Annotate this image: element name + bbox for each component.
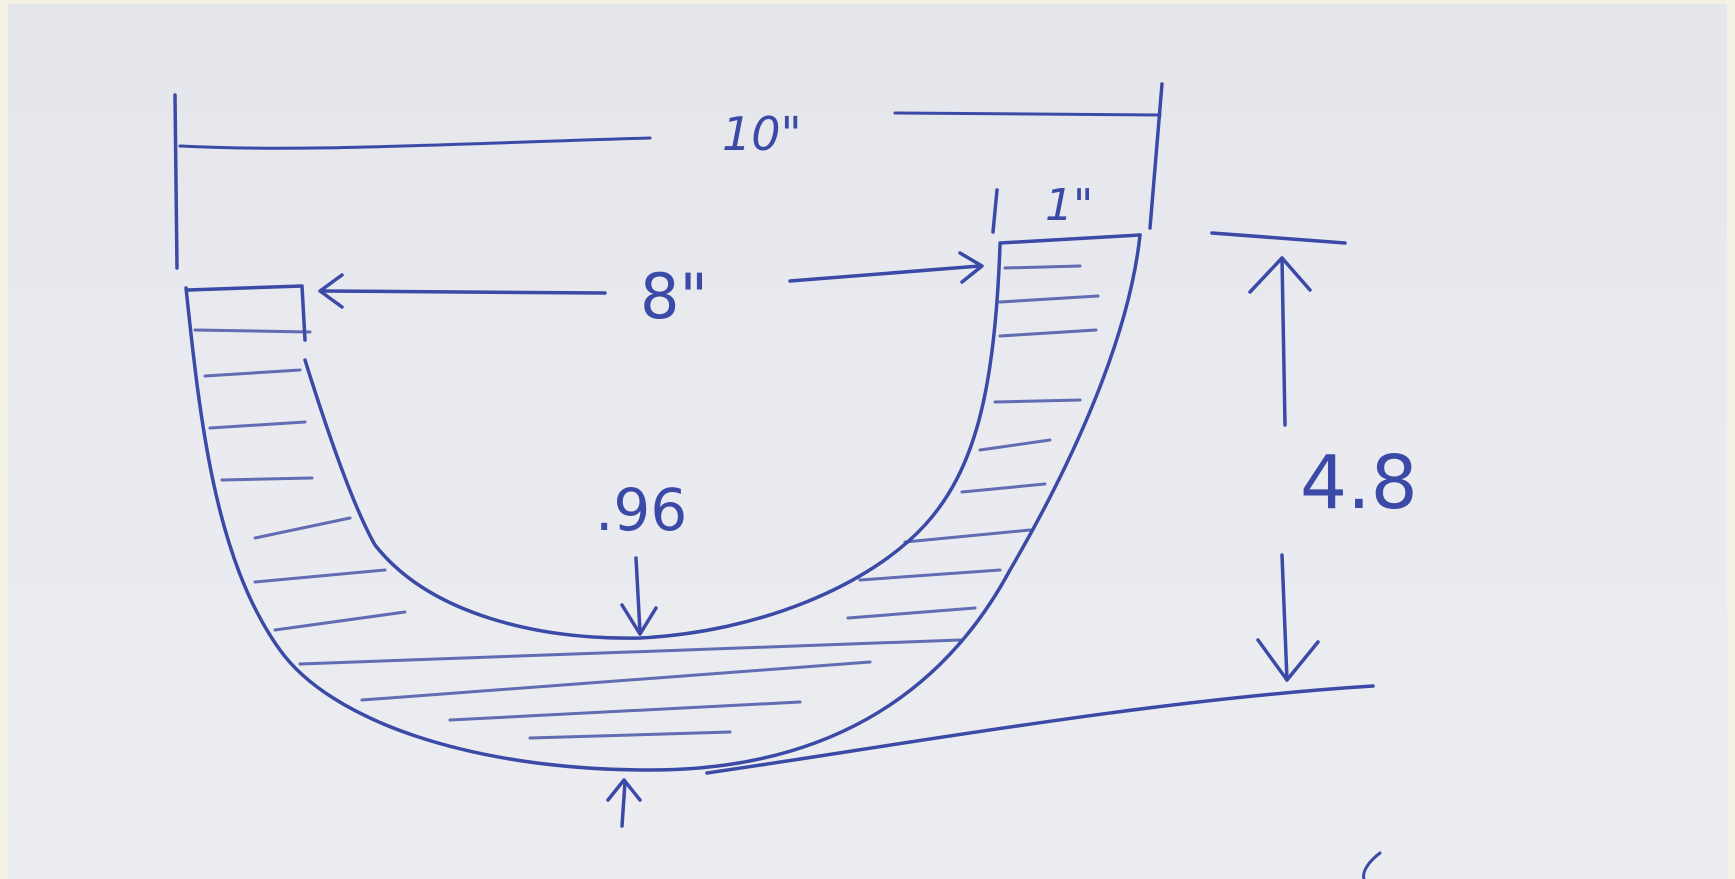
paper-sheet: [8, 4, 1727, 879]
wall-hatching: [193, 264, 1100, 740]
rim-width-dimension: [991, 188, 999, 234]
overall-width-label: 10": [722, 107, 802, 161]
stray-pen-mark: [1362, 851, 1382, 879]
height-label: 4.8: [1300, 440, 1418, 526]
overall-width-dimension: [173, 82, 1164, 270]
base-line: [705, 684, 1375, 775]
rim-width-label: 1": [1045, 180, 1093, 231]
inner-width-label: 8": [640, 260, 708, 333]
bottom-thickness-dimension: [606, 556, 658, 828]
bottom-thickness-label: .96: [595, 476, 687, 544]
left-rim-top: [186, 284, 307, 342]
outer-wall-line: [184, 233, 1142, 772]
inner-width-dimension: [318, 251, 984, 309]
right-rim-top: [998, 233, 1142, 245]
bowl-outline: [184, 233, 1375, 775]
height-dimension: [1210, 231, 1347, 682]
inner-wall-line: [303, 243, 1002, 640]
